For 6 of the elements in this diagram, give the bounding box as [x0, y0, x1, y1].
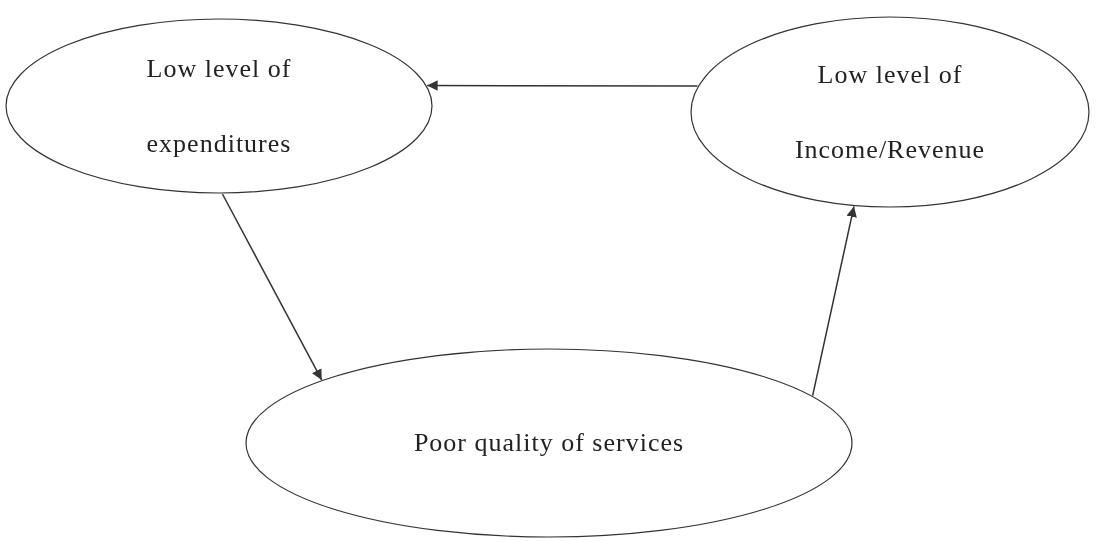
arrow [811, 205, 857, 397]
node-label: Low level of Income/Revenue [793, 58, 987, 166]
node-label: Poor quality of services [412, 427, 686, 460]
node-label: Low level of expenditures [145, 52, 293, 160]
arrow [221, 193, 323, 381]
arrow [426, 80, 699, 91]
